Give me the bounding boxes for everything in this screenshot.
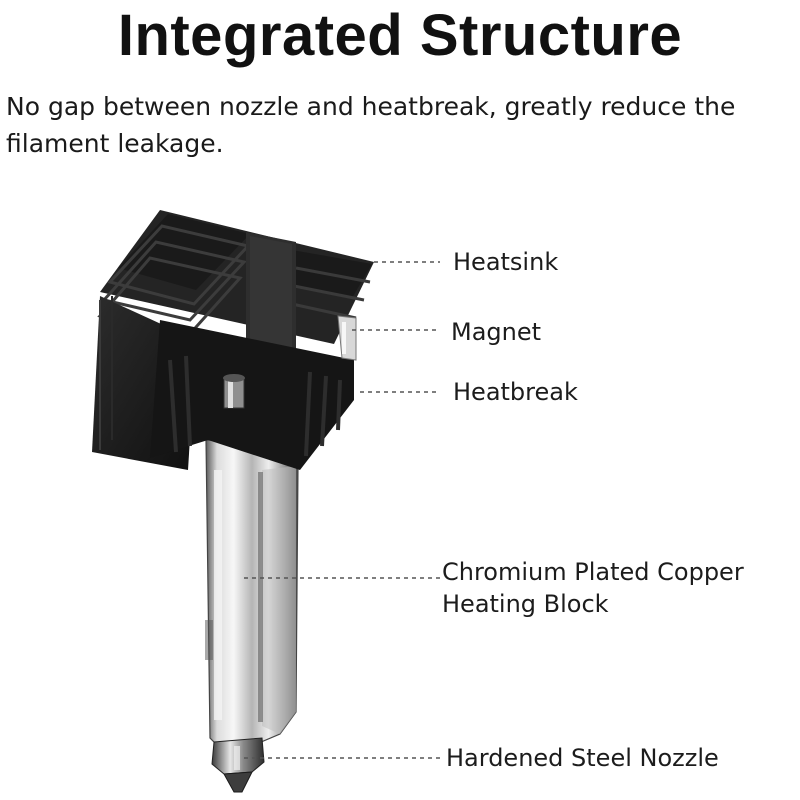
heatsink	[92, 210, 374, 470]
nozzle-label: Hardened Steel Nozzle	[446, 744, 719, 772]
magnet	[337, 315, 357, 361]
heatsink-label: Heatsink	[453, 248, 559, 276]
heating-block-label-line2: Heating Block	[442, 590, 609, 618]
leader-lines	[244, 261, 440, 759]
heatbreak	[223, 374, 245, 409]
heatbreak-label: Heatbreak	[453, 378, 578, 406]
heating-block	[205, 439, 299, 757]
nozzle	[211, 737, 265, 793]
page-subtitle: No gap between nozzle and heatbreak, gre…	[6, 92, 736, 158]
magnet-label: Magnet	[451, 318, 542, 346]
heating-block-label-line1: Chromium Plated Copper	[442, 558, 744, 586]
page-title: Integrated Structure	[117, 3, 683, 68]
